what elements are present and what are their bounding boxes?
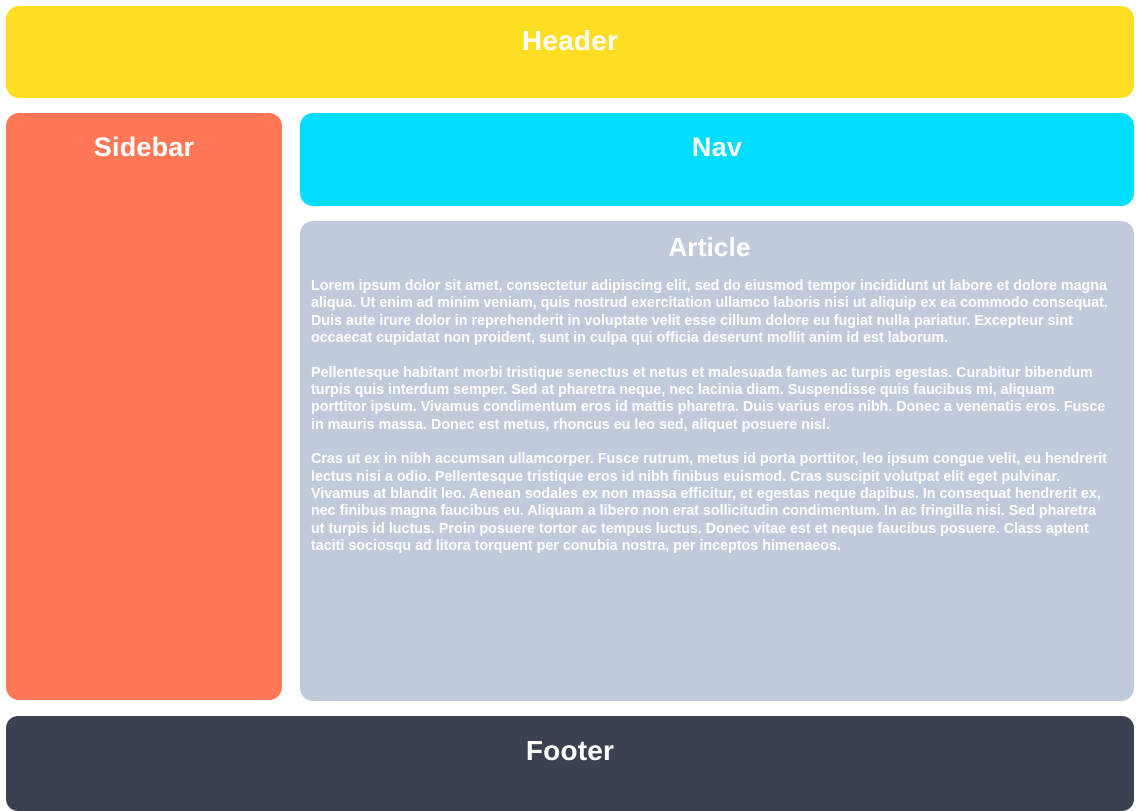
sidebar-region: Sidebar bbox=[6, 113, 282, 700]
article-paragraph: Cras ut ex in nibh accumsan ullamcorper.… bbox=[311, 451, 1108, 555]
footer-title: Footer bbox=[525, 735, 615, 766]
nav-title: Nav bbox=[691, 132, 743, 162]
header-region: Header bbox=[6, 6, 1134, 98]
article-region: Article Lorem ipsum dolor sit amet, cons… bbox=[300, 221, 1134, 701]
article-paragraph: Pellentesque habitant morbi tristique se… bbox=[311, 364, 1106, 433]
footer-region: Footer bbox=[6, 716, 1134, 811]
article-title: Article bbox=[668, 232, 751, 262]
sidebar-title: Sidebar bbox=[93, 132, 195, 162]
header-title: Header bbox=[521, 25, 619, 56]
nav-region: Nav bbox=[300, 113, 1134, 206]
article-paragraph: Lorem ipsum dolor sit amet, consectetur … bbox=[311, 277, 1108, 347]
